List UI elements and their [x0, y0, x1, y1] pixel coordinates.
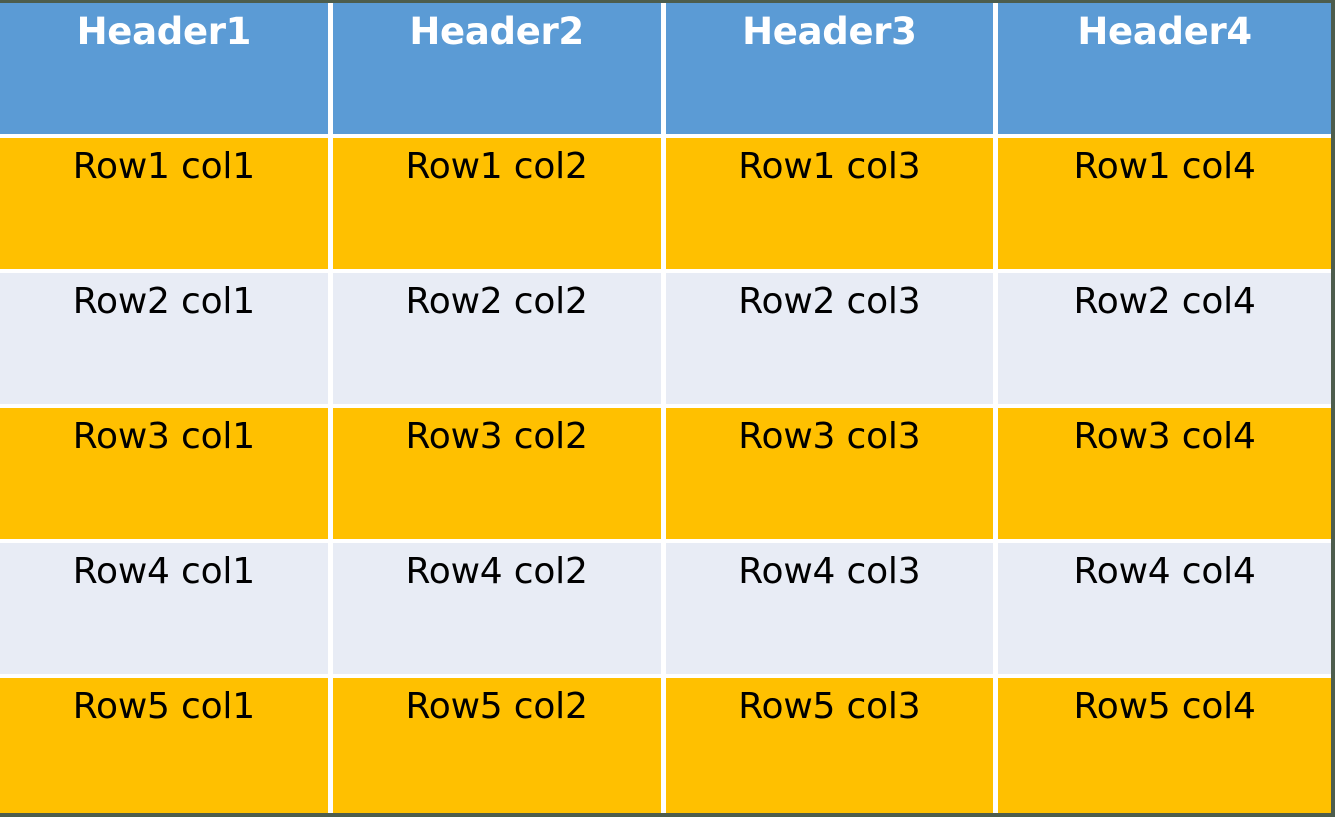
column-header-label-1: Header1 [0, 3, 333, 138]
cell-text: Row3 col2 [332, 408, 666, 543]
column-header-label-4: Header4 [998, 3, 1331, 138]
cell-text: Row4 col4 [998, 543, 1331, 678]
cell-text: Row2 col4 [998, 273, 1331, 408]
cell-text: Row4 col3 [665, 543, 999, 678]
cell-text: Row2 col3 [665, 273, 999, 408]
cell-text: Row5 col2 [332, 678, 666, 813]
table-cell[interactable]: Row2 col3 [665, 273, 999, 408]
table-cell[interactable]: Row4 col3 [665, 543, 999, 678]
cell-text: Row2 col1 [0, 273, 333, 408]
table-cell[interactable]: Row5 col3 [665, 678, 999, 813]
table-cell[interactable]: Row4 col4 [998, 543, 1331, 678]
table-cell[interactable]: Row1 col2 [332, 138, 666, 273]
table-cell[interactable]: Row2 col1 [0, 273, 333, 408]
table-header: Header1 Header2 Header3 Header4 [0, 3, 1331, 138]
table-row[interactable]: Row1 col1 Row1 col2 Row1 col3 Row1 col4 [0, 138, 1331, 273]
table-header-row: Header1 Header2 Header3 Header4 [0, 3, 1331, 138]
column-header-label-3: Header3 [665, 3, 999, 138]
column-header-cell-1[interactable]: Header1 [0, 3, 333, 138]
table-cell[interactable]: Row1 col1 [0, 138, 333, 273]
cell-text: Row1 col4 [998, 138, 1331, 273]
table-cell[interactable]: Row5 col4 [998, 678, 1331, 813]
column-header-cell-2[interactable]: Header2 [332, 3, 666, 138]
cell-text: Row3 col3 [665, 408, 999, 543]
cell-text: Row1 col3 [665, 138, 999, 273]
data-table: Header1 Header2 Header3 Header4 Row1 col… [0, 3, 1331, 813]
table-cell[interactable]: Row3 col2 [332, 408, 666, 543]
column-header-label-2: Header2 [332, 3, 666, 138]
table-cell[interactable]: Row4 col2 [332, 543, 666, 678]
cell-text: Row5 col1 [0, 678, 333, 813]
table-row[interactable]: Row5 col1 Row5 col2 Row5 col3 Row5 col4 [0, 678, 1331, 813]
table-row[interactable]: Row4 col1 Row4 col2 Row4 col3 Row4 col4 [0, 543, 1331, 678]
cell-text: Row2 col2 [332, 273, 666, 408]
cell-text: Row4 col2 [332, 543, 666, 678]
cell-text: Row3 col1 [0, 408, 333, 543]
table-cell[interactable]: Row3 col3 [665, 408, 999, 543]
cell-text: Row4 col1 [0, 543, 333, 678]
table-cell[interactable]: Row4 col1 [0, 543, 333, 678]
table-cell[interactable]: Row3 col1 [0, 408, 333, 543]
table-cell[interactable]: Row5 col2 [332, 678, 666, 813]
column-header-cell-3[interactable]: Header3 [665, 3, 999, 138]
cell-text: Row5 col3 [665, 678, 999, 813]
table-cell[interactable]: Row2 col4 [998, 273, 1331, 408]
table-cell[interactable]: Row2 col2 [332, 273, 666, 408]
table-body: Row1 col1 Row1 col2 Row1 col3 Row1 col4 … [0, 138, 1331, 813]
table-row[interactable]: Row3 col1 Row3 col2 Row3 col3 Row3 col4 [0, 408, 1331, 543]
cell-text: Row1 col2 [332, 138, 666, 273]
table-cell[interactable]: Row3 col4 [998, 408, 1331, 543]
cell-text: Row1 col1 [0, 138, 333, 273]
cell-text: Row5 col4 [998, 678, 1331, 813]
table-row[interactable]: Row2 col1 Row2 col2 Row2 col3 Row2 col4 [0, 273, 1331, 408]
cell-text: Row3 col4 [998, 408, 1331, 543]
table-cell[interactable]: Row1 col4 [998, 138, 1331, 273]
table-cell[interactable]: Row1 col3 [665, 138, 999, 273]
column-header-cell-4[interactable]: Header4 [998, 3, 1331, 138]
table-cell[interactable]: Row5 col1 [0, 678, 333, 813]
